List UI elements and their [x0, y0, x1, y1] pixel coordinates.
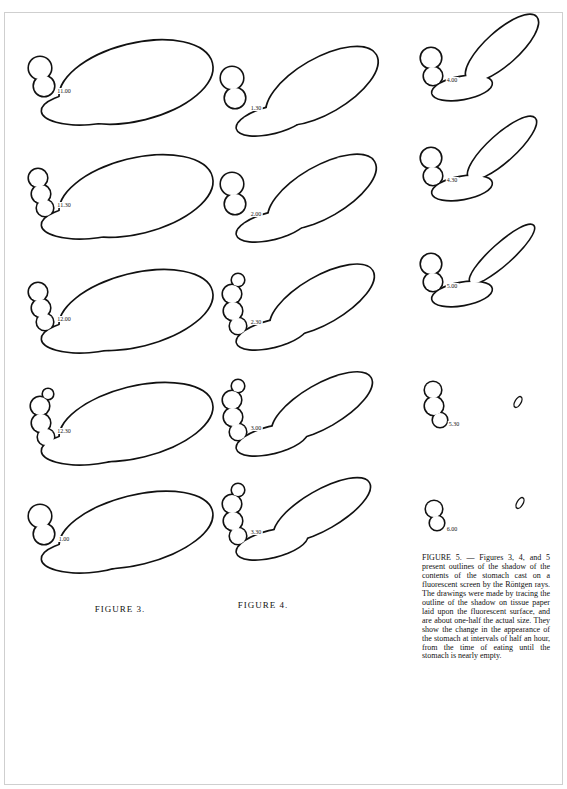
stomach-outline: [29, 141, 221, 251]
stomach-outline: [426, 496, 526, 530]
time-label: 2.00: [250, 211, 263, 217]
stomach-outline: [421, 109, 543, 204]
time-label: 5.00: [446, 283, 459, 289]
time-label: 11.30: [56, 202, 71, 208]
time-label: 6.00: [446, 526, 459, 532]
page-frame: [5, 13, 563, 785]
time-label: 1.00: [58, 536, 71, 542]
stomach-outline: [221, 32, 389, 142]
stomach-outline: [223, 360, 381, 462]
stomach-outline: [421, 5, 547, 104]
stomach-outline: [29, 26, 221, 137]
stomach-outline: [425, 382, 524, 427]
stomach-outline: [421, 218, 540, 310]
stomach-outline: [221, 140, 386, 247]
figure-label: FIGURE 4.: [238, 600, 289, 610]
stomach-outline: [29, 478, 220, 582]
stomach-outline: [29, 256, 220, 364]
time-label: 5.30: [448, 421, 461, 427]
stomach-outline: [223, 467, 378, 566]
time-label: 11.00: [56, 88, 71, 94]
time-label: 3.00: [250, 425, 263, 431]
time-label: 3.30: [250, 529, 263, 535]
time-label: 4.00: [446, 77, 459, 83]
stomach-outline: [223, 251, 384, 355]
time-label: 1.30: [250, 105, 263, 111]
time-label: 2.30: [250, 319, 263, 325]
figure-label: FIGURE 3.: [95, 604, 146, 614]
time-label: 4.30: [446, 177, 459, 183]
figure-caption: FIGURE 5. — Figures 3, 4, and 5 present …: [422, 554, 550, 661]
time-label: 12.00: [56, 316, 72, 322]
stomach-outline: [31, 369, 220, 475]
time-label: 12.30: [56, 428, 72, 434]
